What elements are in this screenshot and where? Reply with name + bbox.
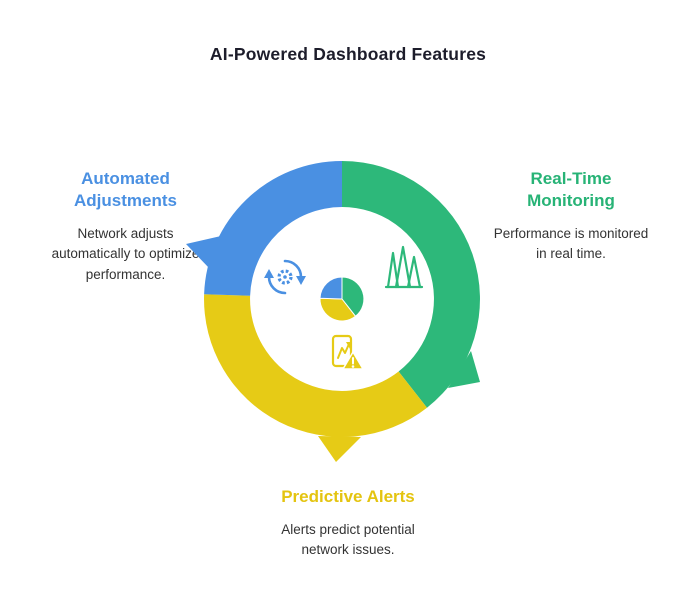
feature-description-automated-adjustments: Network adjusts automatically to optimiz… [51,226,200,282]
cycle-arrow-green-icon [448,351,480,388]
feature-predictive-alerts: Predictive Alerts Alerts predict potenti… [198,486,498,561]
feature-heading-predictive-alerts: Predictive Alerts [281,487,415,506]
center-pie-slice-yellow [319,297,357,322]
page-title: AI-Powered Dashboard Features [209,44,487,64]
center-pie-slice-blue [319,276,343,300]
feature-heading-real-time-monitoring: Real-Time Monitoring [527,169,615,211]
feature-real-time-monitoring: Real-Time Monitoring Performance is moni… [478,168,664,265]
feature-description-predictive-alerts: Alerts predict potential network issues. [281,522,415,558]
cycle-arrow-yellow-icon [318,436,361,462]
donut-segment-adjustments [204,161,342,296]
cycle-arrow-blue-icon [186,236,221,268]
feature-description-real-time-monitoring: Performance is monitored in real time. [493,226,649,262]
feature-automated-adjustments: Automated Adjustments Network adjusts au… [28,168,223,285]
feature-heading-automated-adjustments: Automated Adjustments [74,169,177,211]
spike-chart-icon [384,245,424,289]
center-pie-icon [319,276,365,322]
center-pie-slice-green [341,276,365,318]
donut-segment-alerts [204,294,427,437]
donut-segment-monitoring [342,161,480,408]
cycle-donut-diagram [186,161,480,462]
phone-alert-icon [331,334,364,370]
sync-gear-icon [264,259,306,295]
